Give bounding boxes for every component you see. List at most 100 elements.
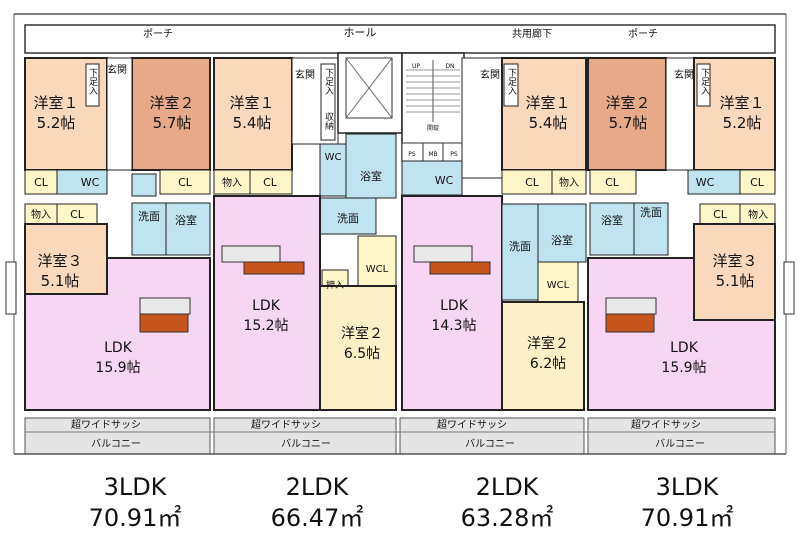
- label-sash-4: 超ワイドサッシ: [631, 418, 701, 431]
- label-cl-u1c: CL: [70, 208, 85, 221]
- unit-4: [587, 57, 795, 411]
- label-cl-u4b: CL: [750, 176, 765, 189]
- label-balcony-3: バルコニー: [465, 438, 515, 450]
- label-porch-1: ポーチ: [143, 28, 173, 40]
- label-wc-u4: WC: [696, 176, 715, 189]
- label-balcony-4: バルコニー: [655, 438, 705, 450]
- label-balcony-1: バルコニー: [91, 438, 141, 450]
- room-size-u4-ldk: 15.9帖: [661, 360, 706, 376]
- room-name-u3-yo1: 洋室１: [525, 94, 570, 112]
- label-corridor: 共用廊下: [512, 27, 552, 40]
- unit-2: [213, 57, 397, 411]
- unit-area: 63.28㎡: [460, 504, 554, 532]
- label-entrance-3: 玄関: [480, 68, 500, 81]
- label-wc-u1: WC: [81, 176, 100, 189]
- room-size-u1-yo3: 5.1帖: [41, 272, 80, 290]
- room-name-u3-yo2: 洋室２: [527, 335, 569, 352]
- label-balcony-2: バルコニー: [281, 438, 331, 450]
- label-entrance-4: 玄関: [674, 68, 694, 81]
- room-name-u1-ldk: LDK: [104, 340, 133, 356]
- room-name-u1-yo2: 洋室２: [149, 94, 194, 112]
- floor-plan: ポーチ ホール 共用廊下 ポーチ 玄関 玄関 玄関 玄関 下足入 下足入 収納 …: [5, 13, 795, 455]
- label-shoebox-2: 下足入: [323, 68, 334, 95]
- label-wcl-u2: WCL: [366, 264, 389, 275]
- balcony-strip: [14, 417, 786, 455]
- label-cl-u2: CL: [263, 176, 278, 189]
- label-entrance-1: 玄関: [107, 63, 127, 76]
- unit-type: 3LDK: [655, 473, 719, 501]
- room-name-u2-yo1: 洋室１: [229, 94, 274, 112]
- label-cl-u1b: CL: [178, 176, 193, 189]
- label-wash-u3: 洗面: [509, 240, 531, 253]
- label-wc-u3: WC: [435, 174, 454, 187]
- label-cl-u4a: CL: [605, 176, 620, 189]
- label-oshiire-u2: 押入: [326, 279, 344, 291]
- room-name-u3-ldk: LDK: [440, 298, 469, 314]
- room-name-u1-yo1: 洋室１: [33, 94, 78, 112]
- room-name-u4-ldk: LDK: [670, 340, 699, 356]
- unit-summary-1: 3LDK 70.91㎡: [40, 472, 230, 534]
- label-bath-u4: 浴室: [601, 213, 623, 227]
- room-size-u1-yo1: 5.2帖: [37, 114, 76, 132]
- label-wash-u4: 洗面: [640, 206, 662, 219]
- label-shoebox-3: 下足入: [506, 68, 517, 95]
- label-storage-2: 収納: [323, 111, 334, 131]
- unit-summary-3: 2LDK 63.28㎡: [412, 472, 602, 534]
- label-mb: MB: [428, 151, 437, 158]
- room-name-u4-yo1: 洋室１: [719, 94, 764, 112]
- room-size-u3-yo2: 6.2帖: [530, 356, 566, 372]
- unit-1: [5, 57, 211, 411]
- label-wash-u2: 洗面: [337, 212, 359, 225]
- label-bath-u2: 浴室: [360, 169, 382, 183]
- room-size-u3-ldk: 14.3帖: [431, 318, 476, 334]
- core: [337, 52, 465, 162]
- label-shoebox-1: 下足入: [87, 68, 98, 95]
- room-size-u4-yo2: 5.7帖: [609, 114, 648, 132]
- room-size-u1-ldk: 15.9帖: [95, 360, 140, 376]
- room-name-u4-yo2: 洋室２: [605, 94, 650, 112]
- label-store-u4: 物入: [748, 208, 768, 221]
- label-wc-u2: WC: [325, 152, 342, 163]
- label-porch-2: ポーチ: [628, 28, 658, 40]
- unit-area: 70.91㎡: [88, 504, 182, 532]
- label-cl-u4c: CL: [713, 208, 728, 221]
- label-store-u3: 物入: [559, 176, 579, 189]
- label-wash-u1: 洗面: [138, 210, 160, 223]
- label-wcl-u3: WCL: [547, 280, 570, 291]
- label-sash-2: 超ワイドサッシ: [251, 418, 321, 431]
- label-stair-note: 開錠: [427, 124, 439, 132]
- label-entrance-2: 玄関: [295, 68, 315, 81]
- label-store-u1: 物入: [31, 208, 51, 221]
- label-stair-dn: DN: [445, 63, 454, 70]
- room-size-u4-yo3: 5.1帖: [716, 272, 755, 290]
- room-name-u1-yo3: 洋室３: [37, 252, 82, 270]
- room-name-u2-ldk: LDK: [252, 298, 281, 314]
- room-size-u3-yo1: 5.4帖: [529, 114, 568, 132]
- unit-area: 70.91㎡: [640, 504, 734, 532]
- label-ps-1: PS: [408, 151, 416, 158]
- unit-3: [401, 57, 587, 411]
- unit-type: 2LDK: [285, 473, 349, 501]
- label-sash-3: 超ワイドサッシ: [437, 418, 507, 431]
- unit-type: 2LDK: [475, 473, 539, 501]
- label-cl-u1a: CL: [34, 176, 49, 189]
- room-size-u2-yo2: 6.5帖: [344, 346, 380, 362]
- label-hall: ホール: [344, 26, 377, 39]
- room-size-u1-yo2: 5.7帖: [153, 114, 192, 132]
- unit-summary-2: 2LDK 66.47㎡: [222, 472, 412, 534]
- unit-type: 3LDK: [103, 473, 167, 501]
- label-bath-u3: 浴室: [551, 233, 573, 247]
- label-shoebox-4: 下足入: [699, 68, 710, 95]
- unit-summary-row: 3LDK 70.91㎡ 2LDK 66.47㎡ 2LDK 63.28㎡ 3LDK…: [0, 472, 800, 550]
- room-size-u2-ldk: 15.2帖: [243, 318, 288, 334]
- room-size-u2-yo1: 5.4帖: [233, 114, 272, 132]
- room-size-u4-yo1: 5.2帖: [723, 114, 762, 132]
- label-bath-u1: 浴室: [175, 213, 197, 227]
- label-stair-up: UP: [412, 63, 420, 70]
- label-cl-u3: CL: [525, 176, 540, 189]
- unit-summary-4: 3LDK 70.91㎡: [592, 472, 782, 534]
- unit-area: 66.47㎡: [270, 504, 364, 532]
- room-name-u2-yo2: 洋室２: [341, 325, 383, 342]
- corridor-strip: [13, 13, 787, 454]
- room-name-u4-yo3: 洋室３: [712, 252, 757, 270]
